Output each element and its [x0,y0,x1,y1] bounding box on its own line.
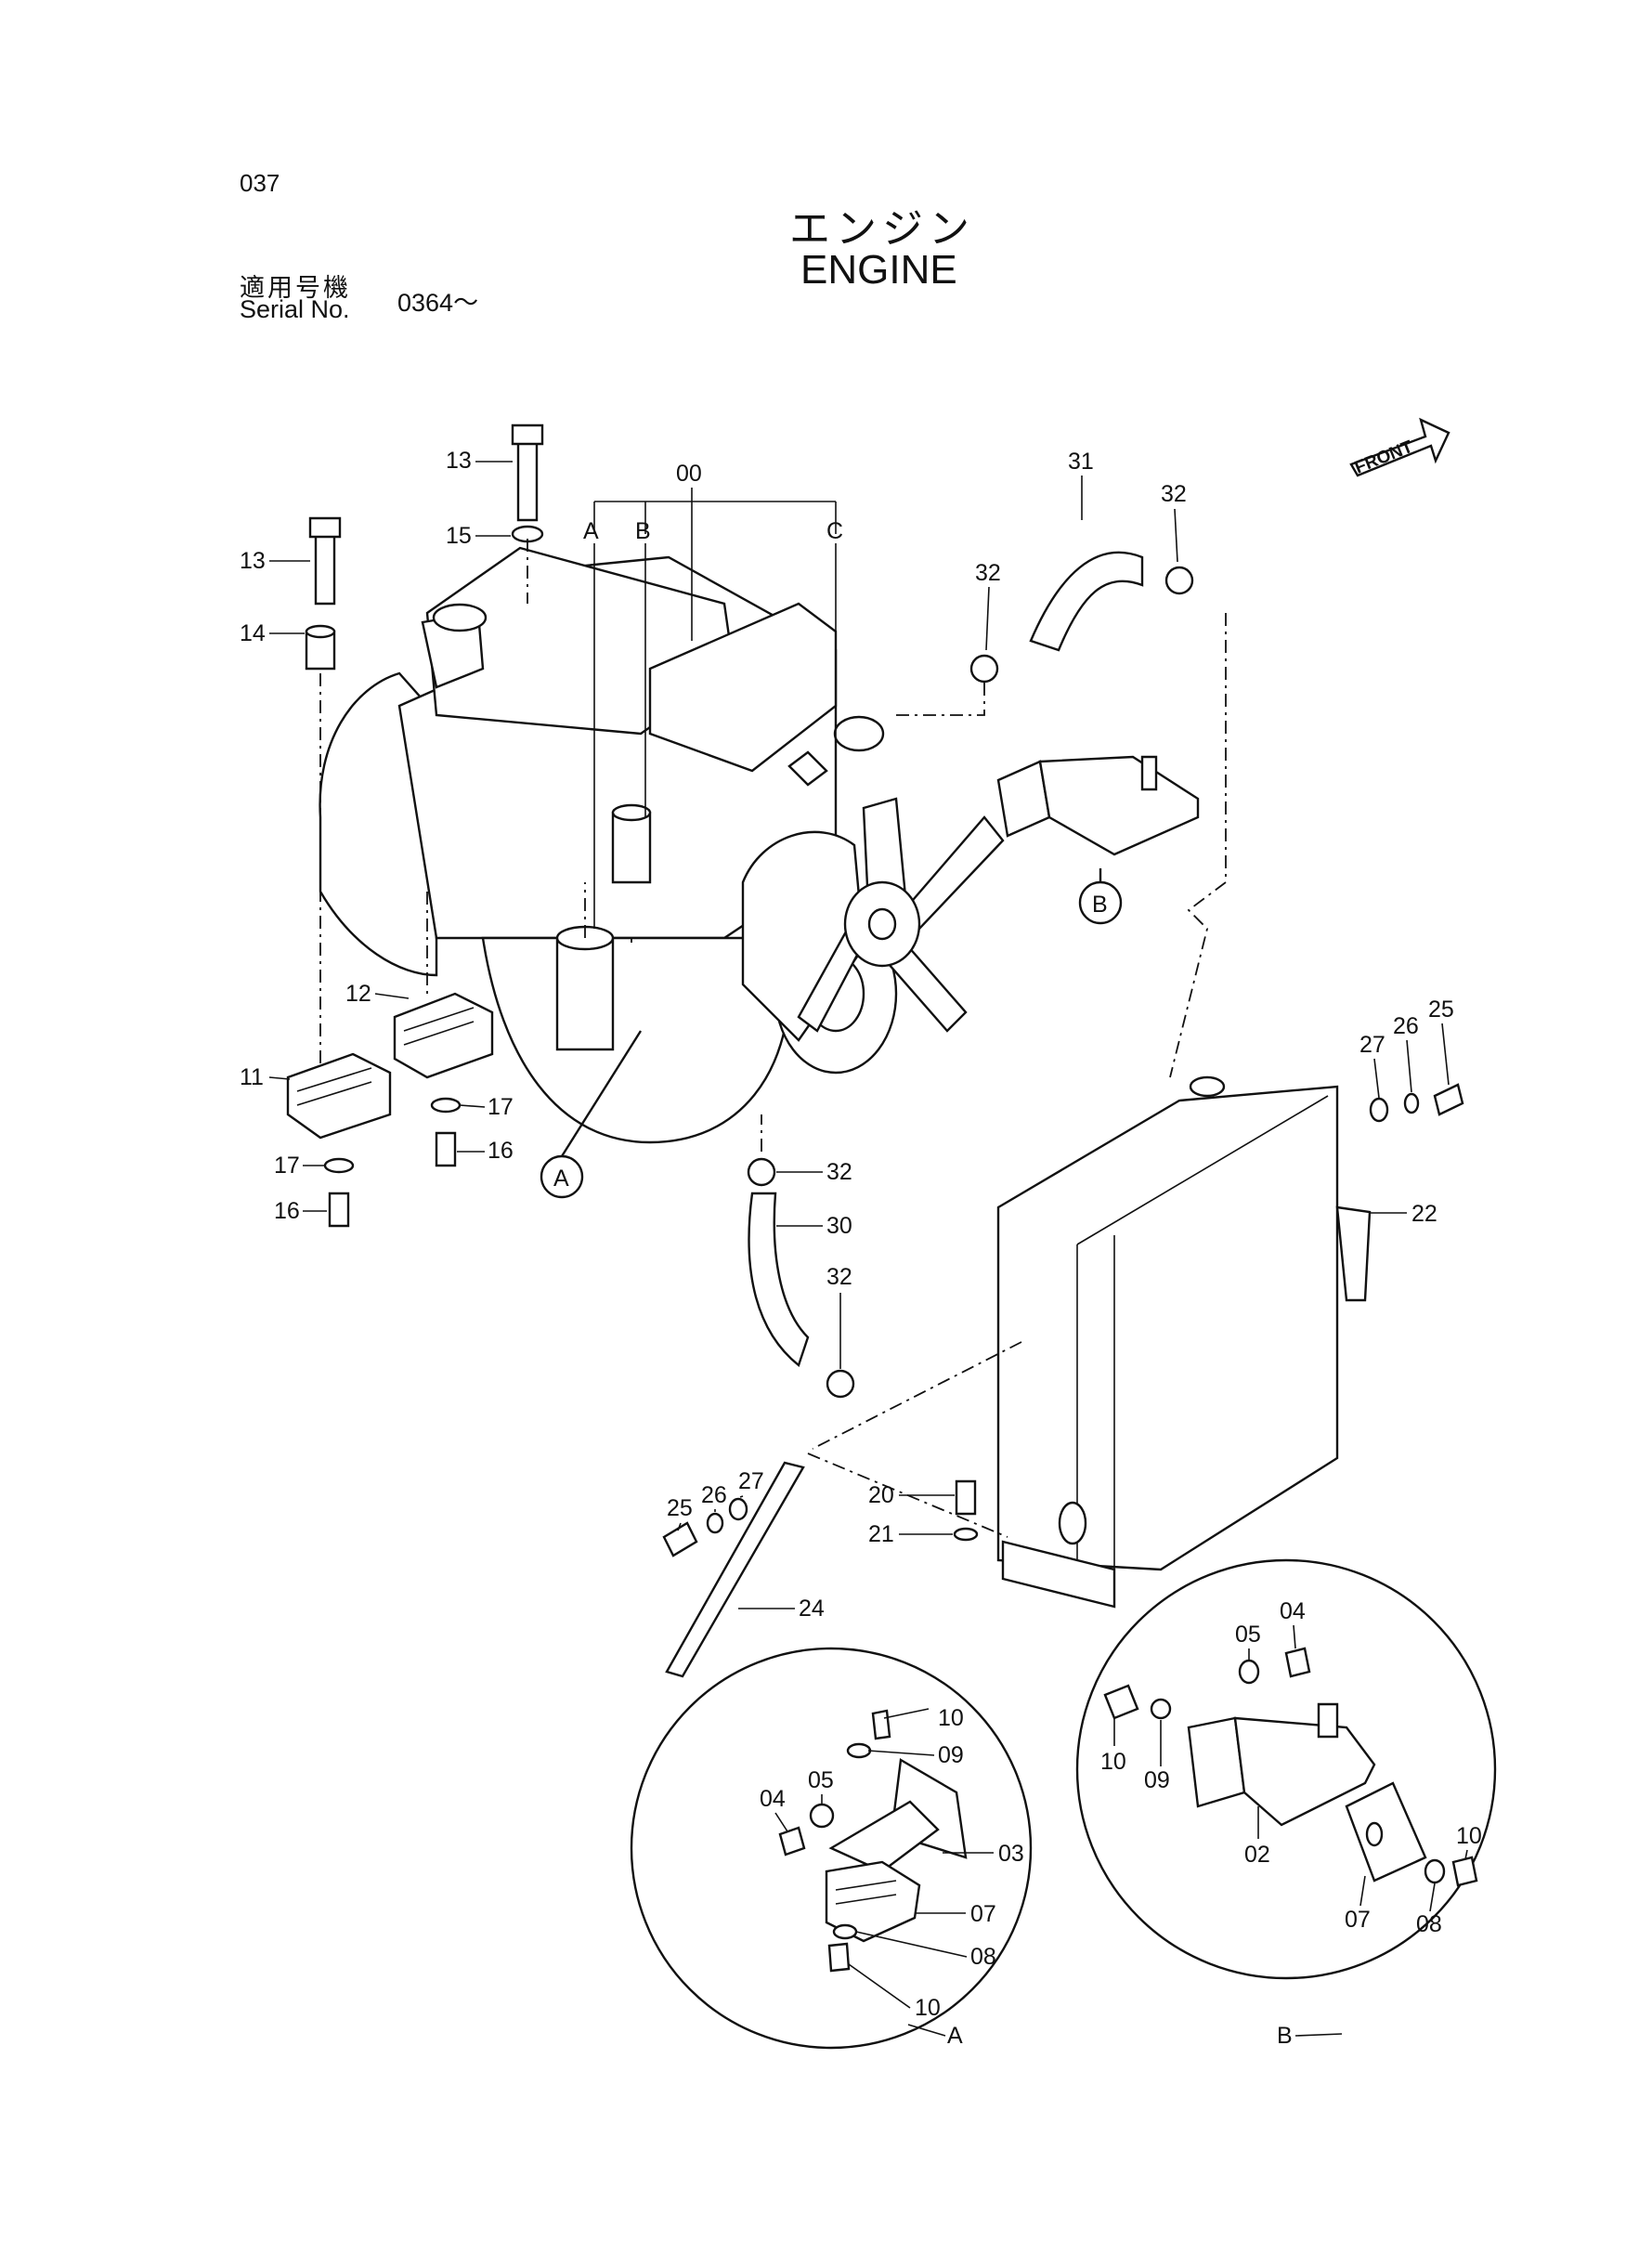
callout-16-left: 16 [274,1198,300,1224]
bolt-13-upper [511,423,544,522]
detail-b-label: B [1277,2023,1293,2049]
lower-hose [748,1192,810,1368]
upper-hose [1029,551,1144,652]
bolt-20 [955,1479,977,1516]
callout-27-lower: 27 [738,1468,764,1494]
cooling-fan [797,797,1005,1033]
callout-25-upper: 25 [1428,997,1454,1023]
callout-32-low: 32 [826,1264,852,1290]
callout-a-04: 04 [760,1786,786,1812]
callout-a-09: 09 [938,1742,964,1768]
hose-clamp-1 [969,654,999,684]
callout-12: 12 [345,981,371,1007]
callout-14: 14 [240,620,266,646]
callout-15: 15 [446,523,472,549]
callout-27-upper: 27 [1359,1032,1385,1058]
callout-21: 21 [868,1521,894,1547]
callout-30: 30 [826,1213,852,1239]
serial-label-english: Serial No. [240,295,350,323]
radiator [996,1075,1339,1609]
callout-17-right: 17 [488,1094,514,1120]
callout-32-top-right: 32 [1161,481,1187,507]
callout-b-10-left: 10 [1100,1749,1126,1775]
hose-clamp-3 [747,1157,776,1187]
engine-mount-left [286,1052,392,1140]
callout-c: C [826,518,843,544]
bolt-13-lower [308,516,342,606]
callout-b: B [635,518,651,544]
detail-view-a [630,1647,1033,2050]
front-label: FRONT [1352,437,1416,478]
callout-a-08: 08 [970,1944,996,1970]
callout-26-upper: 26 [1393,1013,1419,1039]
bolt-16-right [435,1131,457,1167]
callout-a-03: 03 [998,1841,1024,1867]
callout-13-lower: 13 [240,548,266,574]
callout-16-right: 16 [488,1138,514,1164]
bracket-b-assembly [996,755,1200,856]
callout-b-05: 05 [1235,1622,1261,1648]
callout-31: 31 [1068,449,1094,475]
bolt-16-left [328,1192,350,1228]
washer-17-right [430,1097,462,1114]
detail-a-label: A [947,2023,963,2049]
washer-17-left [323,1157,355,1174]
washer-27-lower [728,1497,748,1521]
washer-21 [953,1527,979,1542]
callout-b-08: 08 [1416,1911,1442,1937]
callout-32-top-left: 32 [975,560,1001,586]
engine-mount-right [393,992,494,1079]
washer-27-upper [1369,1097,1389,1123]
callout-24: 24 [799,1596,825,1622]
callout-32-mid: 32 [826,1159,852,1185]
bolt-25-upper [1433,1083,1464,1116]
callout-11: 11 [240,1064,264,1090]
front-arrow-icon: FRONT [1349,417,1450,478]
callout-00: 00 [676,461,702,487]
title-japanese: エンジン [789,205,975,253]
page-number: 037 [240,169,280,197]
callout-b-04: 04 [1280,1598,1306,1624]
radiator-stay [665,1461,805,1678]
title-english: ENGINE [800,247,957,293]
callout-20: 20 [868,1482,894,1508]
callout-25-lower: 25 [667,1495,693,1521]
callout-a: A [583,518,599,544]
callout-26-lower: 26 [701,1482,727,1508]
callout-17-left: 17 [274,1153,300,1179]
radiator-stay-bracket [1335,1205,1372,1302]
view-a-marker-label: A [553,1166,569,1192]
serial-label-japanese: 適用号機 [240,274,351,303]
callout-a-07: 07 [970,1901,996,1927]
washer-26-lower [706,1512,724,1534]
callout-b-10-right: 10 [1456,1823,1482,1849]
washer-26-upper [1403,1092,1420,1114]
callout-a-10-bottom: 10 [915,1995,941,2021]
detail-view-b [1075,1558,1497,1980]
callout-labels: 00 A B C 13 15 13 14 12 11 17 16 17 16 3… [240,448,1482,2049]
callout-b-07: 07 [1345,1907,1371,1933]
callout-b-09: 09 [1144,1767,1170,1793]
callout-13-upper: 13 [446,448,472,474]
view-b-marker-label: B [1092,892,1108,918]
callout-a-05: 05 [808,1767,834,1793]
callout-22: 22 [1411,1201,1437,1227]
serial-value: 0364～ [397,289,479,317]
callout-b-02: 02 [1244,1842,1270,1868]
bolt-25-lower [662,1521,698,1557]
hose-clamp-4 [826,1369,855,1399]
callout-a-10-top: 10 [938,1705,964,1731]
hose-clamp-2 [1164,566,1194,595]
